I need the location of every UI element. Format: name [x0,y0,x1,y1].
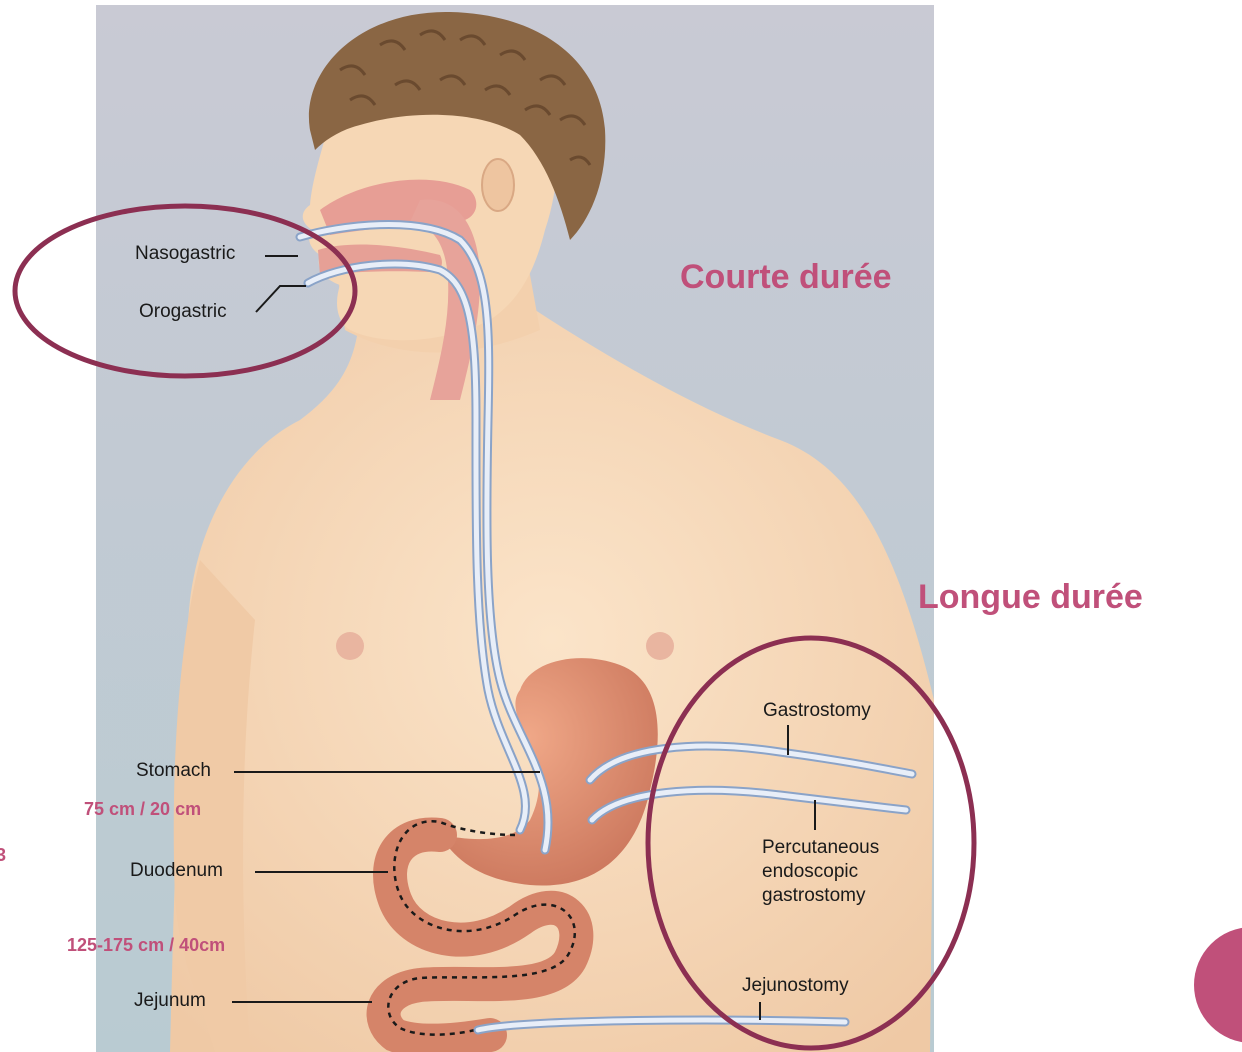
peg-label-line3: gastrostomy [762,884,879,908]
jejunostomy-label: Jejunostomy [742,975,849,997]
peg-label: Percutaneous endoscopic gastrostomy [762,836,879,908]
peg-label-line2: endoscopic [762,860,879,884]
stomach-length-annotation: 75 cm / 20 cm [84,799,201,820]
jejunum-label: Jejunum [134,990,206,1012]
stomach-label: Stomach [136,760,211,782]
left-nipple [336,632,364,660]
orogastric-label: Orogastric [139,301,227,323]
gastrostomy-label: Gastrostomy [763,700,871,722]
decorative-circle [1194,927,1242,1043]
short-term-annotation: Courte durée [680,258,892,297]
nasogastric-label: Nasogastric [135,243,235,265]
peg-label-line1: Percutaneous [762,836,879,860]
ear [482,159,514,211]
cut-off-character: 3 [0,845,6,866]
duodenum-length-annotation: 125-175 cm / 40cm [67,935,225,956]
duodenum-label: Duodenum [130,860,223,882]
long-term-annotation: Longue durée [918,578,1143,617]
right-nipple [646,632,674,660]
